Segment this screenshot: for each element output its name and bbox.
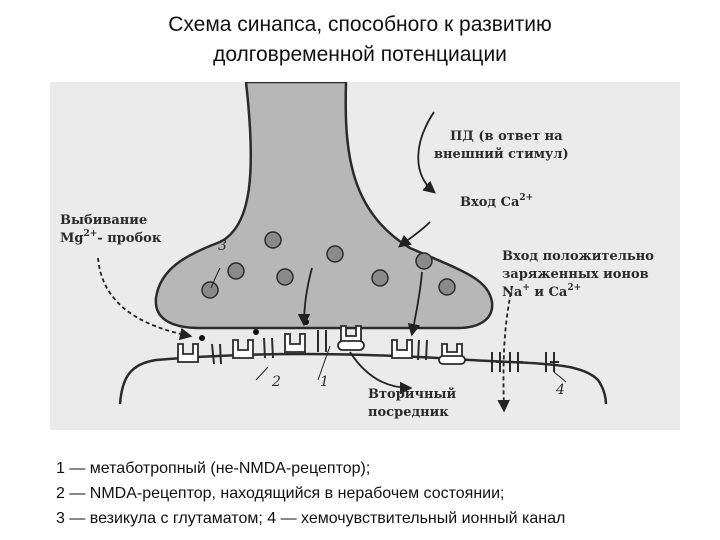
number-label-3: 3 — [218, 238, 227, 254]
vesicle — [416, 253, 432, 269]
vesicle — [372, 270, 388, 286]
vesicle — [228, 263, 244, 279]
ions-label-line-2: заряженных ионов — [502, 267, 649, 282]
legend-line-2: 2 — NMDA-рецептор, находящийся в нерабоч… — [56, 482, 504, 506]
vesicle — [327, 246, 343, 262]
pd-label-line-1: ПД (в ответ на — [450, 129, 563, 144]
mg-label-line-2: Mg2+- пробок — [60, 229, 162, 246]
vesicle — [202, 282, 218, 298]
vesicle — [277, 269, 293, 285]
diagram-title-line-1: Схема синапса, способного к развитию — [0, 10, 720, 40]
vesicle — [265, 232, 281, 248]
second-messenger-label-line-1: Вторичный — [368, 387, 457, 402]
pd-label-line-2: внешний стимул) — [434, 147, 569, 162]
number-label-2: 2 — [271, 374, 281, 390]
metabotropic-receptor-body — [338, 341, 364, 350]
receptor-body — [439, 356, 465, 364]
legend-line-1: 1 — метаботропный (не-NMDA-рецептор); — [56, 457, 370, 481]
legend-line-3: 3 — везикула с глутаматом; 4 — хемочувст… — [56, 507, 565, 531]
second-messenger-label-line-2: посредник — [368, 405, 449, 420]
synapse-figure: ПД (в ответ на внешний стимул) Вход Ca2+… — [50, 82, 680, 430]
diagram-title-line-2: долговременной потенциации — [0, 40, 720, 70]
vesicle — [439, 279, 455, 295]
number-label-1: 1 — [320, 374, 329, 390]
ions-label-line-1: Вход положительно — [502, 249, 654, 264]
number-label-4: 4 — [555, 382, 565, 398]
mg-label-line-1: Выбивание — [60, 213, 147, 228]
